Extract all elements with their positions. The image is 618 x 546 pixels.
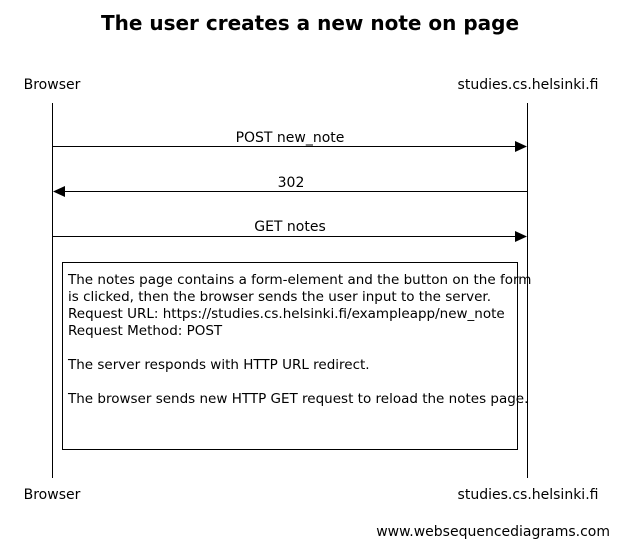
message-label-post-new-note: POST new_note: [236, 130, 345, 146]
message-label-302: 302: [278, 175, 305, 191]
note-line: Request URL: https://studies.cs.helsinki…: [68, 306, 505, 322]
participant-server-top: studies.cs.helsinki.fi: [458, 77, 599, 93]
arrowhead-right: [515, 141, 527, 152]
watermark: www.websequencediagrams.com: [376, 524, 610, 540]
note-line: is clicked, then the browser sends the u…: [68, 289, 491, 305]
participant-browser-bottom: Browser: [24, 487, 81, 503]
participant-browser-top: Browser: [24, 77, 81, 93]
arrowhead-right: [515, 231, 527, 242]
diagram-title: The user creates a new note on page: [101, 11, 519, 35]
message-label-get-notes: GET notes: [254, 219, 326, 235]
note-line: Request Method: POST: [68, 323, 223, 339]
note-line: The browser sends new HTTP GET request t…: [67, 391, 528, 407]
note-box: [62, 262, 518, 450]
arrowhead-left: [53, 186, 65, 197]
note-line: The notes page contains a form-element a…: [67, 272, 531, 288]
participant-server-bottom: studies.cs.helsinki.fi: [458, 487, 599, 503]
note-line: The server responds with HTTP URL redire…: [67, 357, 370, 373]
